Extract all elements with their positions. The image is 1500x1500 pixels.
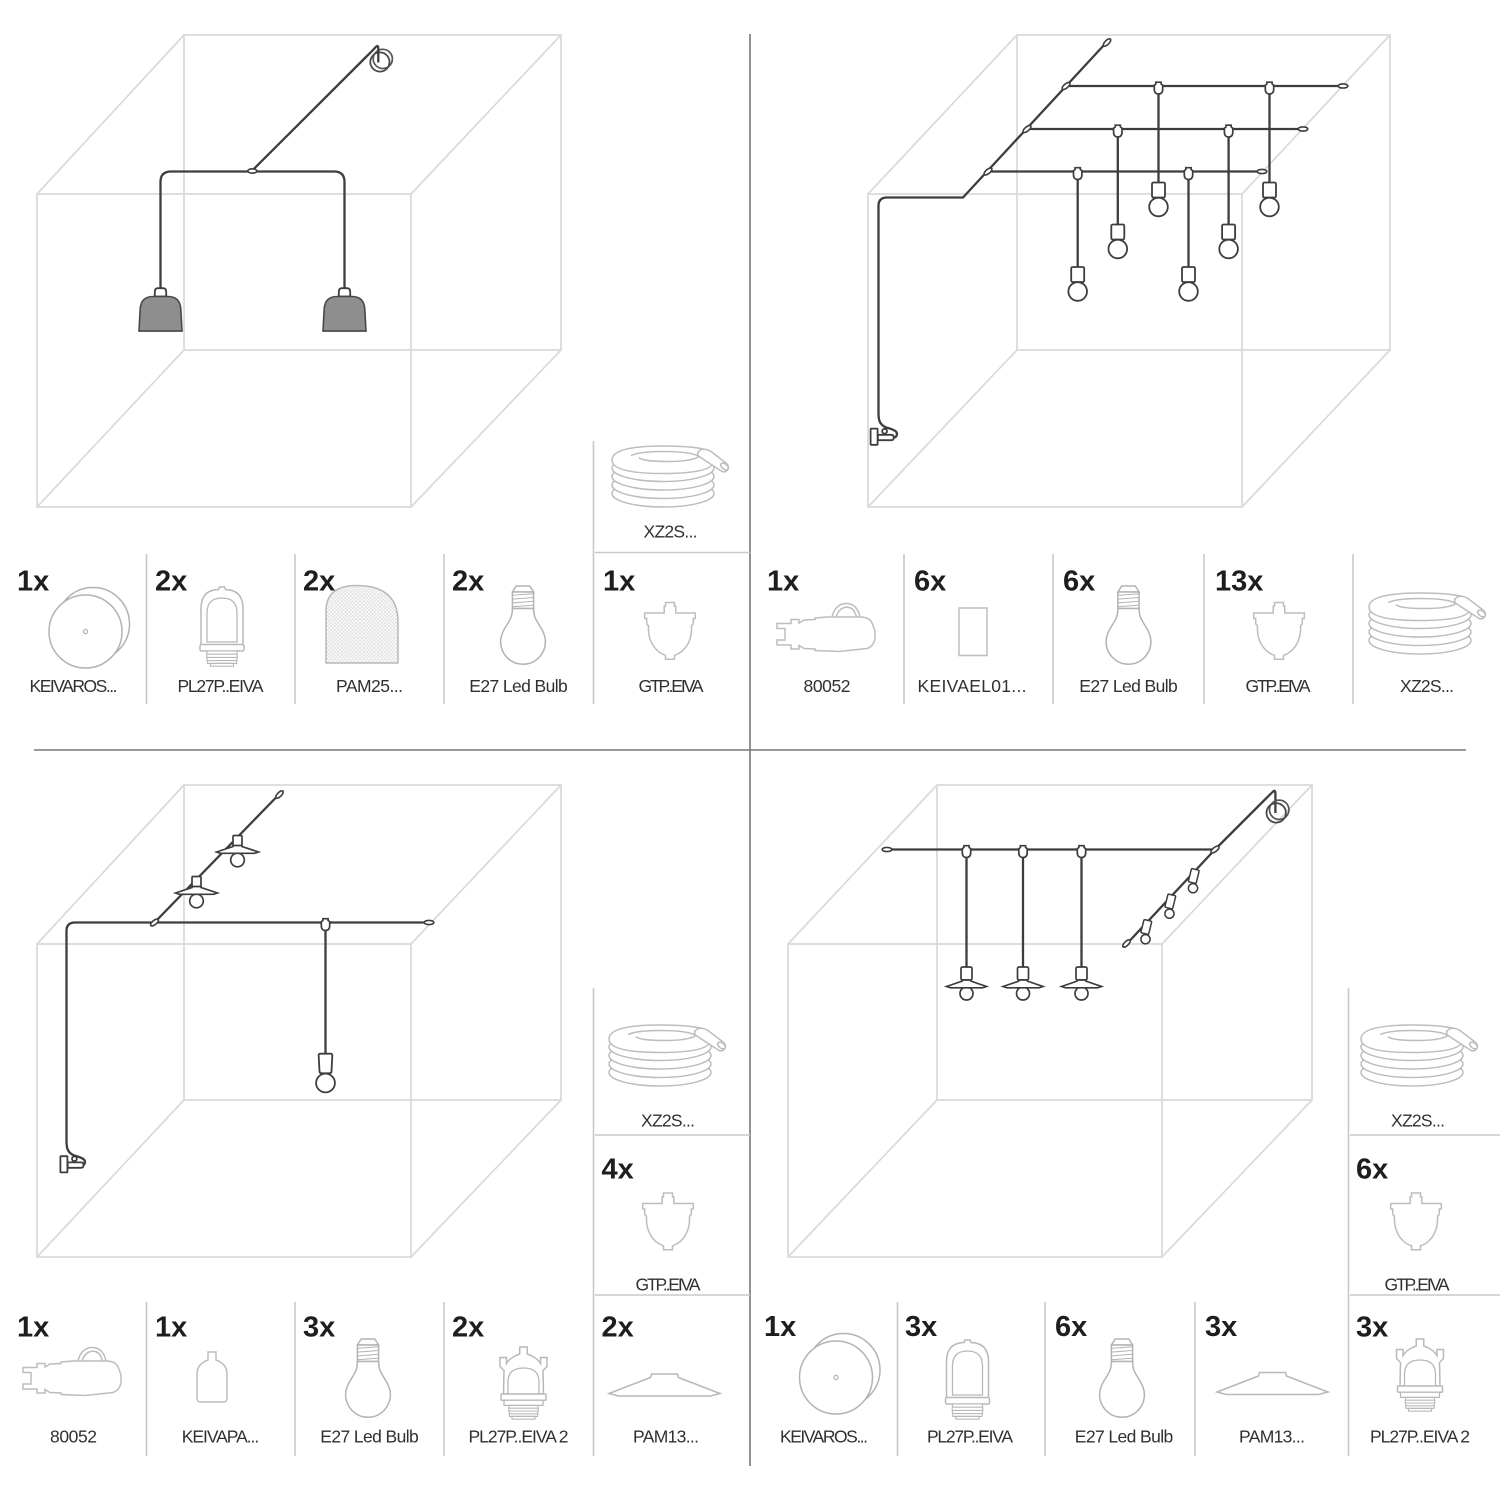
svg-text:6x: 6x (1063, 565, 1095, 597)
svg-text:3x: 3x (1205, 1311, 1237, 1343)
svg-text:PL27P..EIVA: PL27P..EIVA (927, 1427, 1013, 1447)
svg-text:3x: 3x (905, 1311, 937, 1343)
svg-text:GTP..EIVA: GTP..EIVA (1385, 1275, 1450, 1295)
svg-text:E27 Led Bulb: E27 Led Bulb (469, 676, 568, 696)
svg-text:KEIVAPA...: KEIVAPA... (182, 1427, 260, 1447)
svg-text:PAM25...: PAM25... (336, 676, 403, 696)
svg-text:4x: 4x (602, 1153, 634, 1185)
svg-text:XZ2S...: XZ2S... (641, 1111, 695, 1131)
svg-text:80052: 80052 (50, 1427, 97, 1447)
svg-text:6x: 6x (1356, 1153, 1388, 1185)
svg-text:2x: 2x (303, 565, 335, 597)
svg-text:13x: 13x (1215, 565, 1263, 597)
svg-text:PAM13...: PAM13... (1239, 1427, 1305, 1447)
svg-text:XZ2S...: XZ2S... (1400, 676, 1454, 696)
svg-text:1x: 1x (764, 1311, 796, 1343)
svg-text:GTP..EIVA: GTP..EIVA (1246, 676, 1311, 696)
svg-text:2x: 2x (452, 565, 484, 597)
svg-text:6x: 6x (914, 565, 946, 597)
svg-text:XZ2S...: XZ2S... (1391, 1111, 1445, 1131)
svg-text:1x: 1x (17, 1311, 49, 1343)
svg-text:PL27P..EIVA 2: PL27P..EIVA 2 (469, 1427, 569, 1447)
svg-text:PL27P..EIVA: PL27P..EIVA (178, 676, 264, 696)
svg-text:KEIVAROS...: KEIVAROS... (30, 676, 118, 696)
svg-text:2x: 2x (452, 1311, 484, 1343)
svg-text:KEIVAROS...: KEIVAROS... (780, 1427, 868, 1447)
svg-text:XZ2S...: XZ2S... (644, 522, 698, 542)
svg-text:E27 Led Bulb: E27 Led Bulb (1079, 676, 1178, 696)
svg-text:KEIVAEL01...: KEIVAEL01... (918, 676, 1027, 696)
svg-text:GTP..EIVA: GTP..EIVA (636, 1275, 701, 1295)
svg-text:1x: 1x (603, 565, 635, 597)
svg-text:2x: 2x (602, 1311, 634, 1343)
svg-text:GTP..EIVA: GTP..EIVA (639, 676, 704, 696)
svg-text:6x: 6x (1055, 1311, 1087, 1343)
svg-text:80052: 80052 (804, 676, 851, 696)
svg-text:3x: 3x (1356, 1311, 1388, 1343)
svg-text:PL27P..EIVA 2: PL27P..EIVA 2 (1370, 1427, 1470, 1447)
svg-text:1x: 1x (155, 1311, 187, 1343)
svg-text:PAM13...: PAM13... (633, 1427, 699, 1447)
svg-text:E27 Led Bulb: E27 Led Bulb (320, 1427, 419, 1447)
svg-text:1x: 1x (17, 565, 49, 597)
svg-text:2x: 2x (155, 565, 187, 597)
svg-text:3x: 3x (303, 1311, 335, 1343)
svg-text:1x: 1x (767, 565, 799, 597)
svg-text:E27 Led Bulb: E27 Led Bulb (1075, 1427, 1174, 1447)
